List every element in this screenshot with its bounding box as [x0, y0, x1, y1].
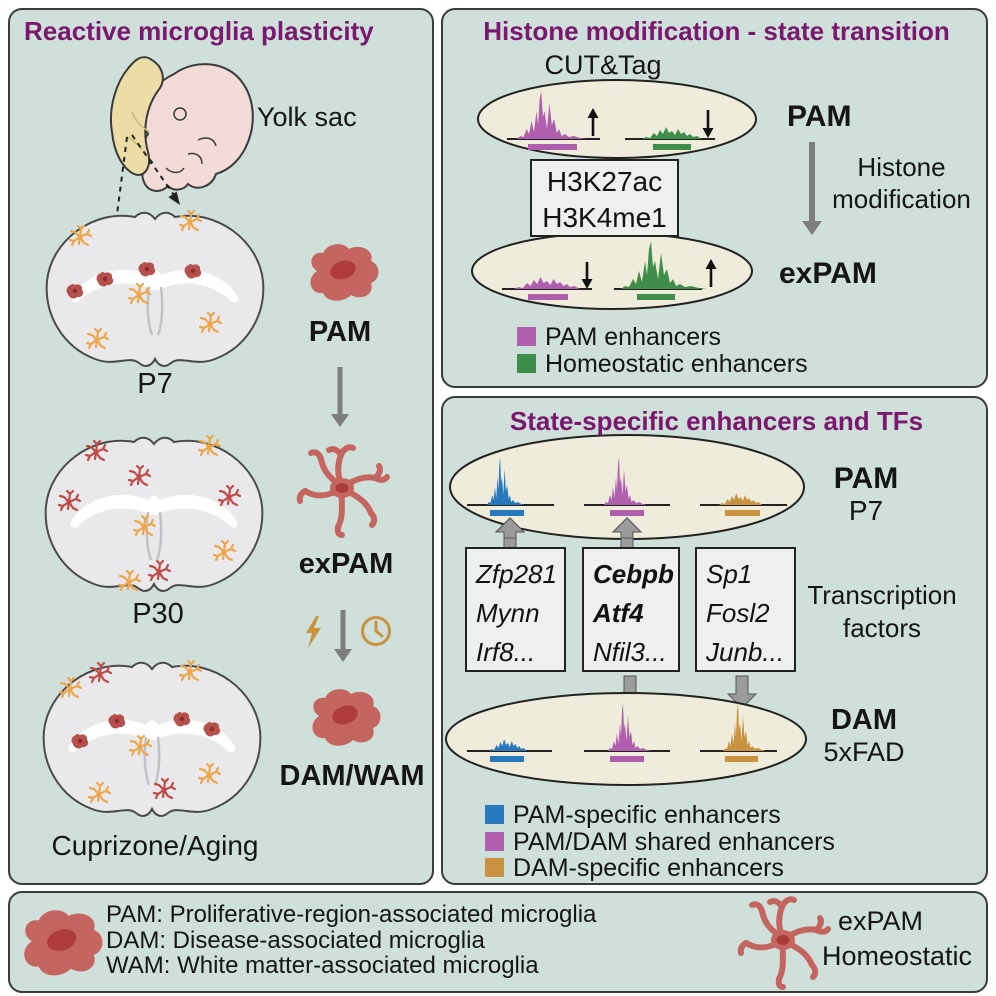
- cuprizone-aging-label: Cuprizone/Aging: [51, 830, 259, 861]
- lightning-icon: [306, 616, 321, 648]
- yolk-sac-label: Yolk sac: [257, 102, 357, 132]
- cuprizone-brain-illustration: [42, 659, 262, 818]
- wam-definition: WAM: White matter-associated microglia: [106, 952, 539, 979]
- tf-name: Zfp281: [476, 559, 557, 589]
- transition-arrow: [331, 367, 349, 427]
- dam-definition: DAM: Disease-associated microglia: [106, 926, 485, 954]
- expam-label: exPAM: [838, 906, 924, 936]
- cut-and-tag-tracks-expam: [471, 232, 753, 310]
- tf-name: Sp1: [706, 559, 753, 589]
- histone-panel-illustration: [471, 79, 822, 310]
- embryo-eye: [173, 107, 187, 121]
- tf-name: Atf4: [593, 598, 644, 628]
- transition-arrow: [334, 610, 352, 662]
- legend-swatch-shared: [485, 832, 504, 851]
- tf-activation-arrow-down: [726, 675, 758, 709]
- tf-box-dam-specific: Sp1 Fosl2 Junb...: [695, 547, 796, 672]
- p7-label: P7: [848, 495, 884, 526]
- assay-label: CUT&Tag: [544, 50, 662, 80]
- fxfad-label: 5xFAD: [823, 737, 905, 767]
- p30-brain-illustration: [44, 434, 264, 593]
- clock-icon: [361, 616, 391, 646]
- panel-state-specific-enhancers: State-specific enhancers and TFs: [441, 396, 988, 885]
- expam-homeostatic-cell-icon: [741, 899, 828, 987]
- tf-name: Irf8...: [476, 637, 536, 667]
- increase-arrow-icon: [705, 259, 717, 287]
- tf-name: Fosl2: [706, 598, 770, 628]
- homeostatic-label: Homeostatic: [822, 941, 973, 971]
- decrease-arrow-icon: [581, 262, 593, 289]
- legend-label-pam-enhancers: PAM enhancers: [545, 323, 722, 351]
- pam-label: PAM: [308, 316, 372, 348]
- cut-and-tag-tracks-pam: [477, 79, 757, 159]
- tf-name: Cebpb: [593, 559, 674, 589]
- pam-cell-icon: [310, 244, 379, 301]
- legend-label-dam-specific: DAM-specific enhancers: [513, 854, 784, 882]
- legend-swatch-dam-specific: [485, 858, 504, 877]
- tf-caption-line2: factors: [842, 613, 922, 643]
- transition-caption-line2: modification: [832, 184, 971, 214]
- increase-arrow-icon: [587, 108, 599, 136]
- legend-swatch-pam-specific: [485, 805, 504, 824]
- panel-title: State-specific enhancers and TFs: [509, 406, 924, 436]
- tf-caption-line1: Transcription: [807, 580, 957, 610]
- tf-box-shared: Cebpb Atf4 Nfil3...: [582, 547, 680, 672]
- decrease-arrow-icon: [702, 110, 714, 138]
- arrowhead-icon: [494, 517, 526, 539]
- expam-state-label: exPAM: [779, 257, 877, 290]
- legend-label-shared: PAM/DAM shared enhancers: [513, 828, 835, 856]
- pam-dam-cell-icon: [24, 910, 103, 976]
- histone-mark: H3K27ac: [546, 166, 663, 197]
- p7-brain-illustration: [45, 209, 265, 368]
- panel-abbreviations: PAM: Proliferative-region-associated mic…: [8, 891, 988, 993]
- pam-definition: PAM: Proliferative-region-associated mic…: [106, 901, 597, 928]
- panel-histone-modification: Histone modification - state transition: [441, 8, 988, 388]
- abbreviation-definitions: PAM: Proliferative-region-associated mic…: [106, 902, 596, 979]
- tf-name: Mynn: [476, 598, 540, 628]
- embryo-illustration: [110, 56, 254, 192]
- legend-label-pam-specific: PAM-specific enhancers: [513, 801, 781, 829]
- pam-enhancer-tracks: [449, 434, 805, 540]
- tf-name: Nfil3...: [593, 637, 667, 667]
- histone-mark: H3K4me1: [542, 202, 667, 233]
- arrowhead-icon: [168, 191, 180, 205]
- legend-label-homeostatic-enhancers: Homeostatic enhancers: [545, 350, 808, 378]
- dam-wam-label: DAM/WAM: [279, 760, 425, 792]
- transition-caption-line1: Histone: [857, 152, 946, 182]
- p7-label: P7: [137, 368, 173, 400]
- panel-title: Reactive microglia plasticity: [24, 16, 374, 46]
- left-panel-illustration: [42, 56, 391, 818]
- legend-swatch-homeostatic-enhancers: [517, 354, 536, 373]
- p30-label: P30: [132, 598, 184, 630]
- enhancer-panel-illustration: [445, 434, 807, 786]
- dam-state-label: DAM: [830, 704, 898, 736]
- pam-state-label: PAM: [833, 462, 899, 495]
- migration-arrows: [114, 134, 177, 231]
- tf-box-pam-specific: Zfp281 Mynn Irf8...: [465, 547, 566, 672]
- dam-enhancer-tracks: [445, 692, 807, 786]
- panel-reactive-microglia-plasticity: Reactive microglia plasticity: [8, 8, 434, 885]
- expam-label: exPAM: [298, 548, 394, 580]
- histone-marks-box: H3K27ac H3K4me1: [530, 159, 679, 237]
- pam-state-label: PAM: [787, 100, 852, 133]
- panel-title: Histone modification - state transition: [483, 16, 950, 46]
- state-transition-arrow: [802, 142, 822, 235]
- expam-cell-icon: [300, 447, 387, 535]
- tf-name: Junb...: [706, 637, 785, 667]
- yolk-sac-illustration: [110, 56, 164, 176]
- embryo-limbs: [165, 137, 217, 174]
- legend-swatch-pam-enhancers: [517, 327, 536, 346]
- dam-wam-cell-icon: [312, 689, 381, 746]
- arrowhead-icon: [611, 517, 643, 539]
